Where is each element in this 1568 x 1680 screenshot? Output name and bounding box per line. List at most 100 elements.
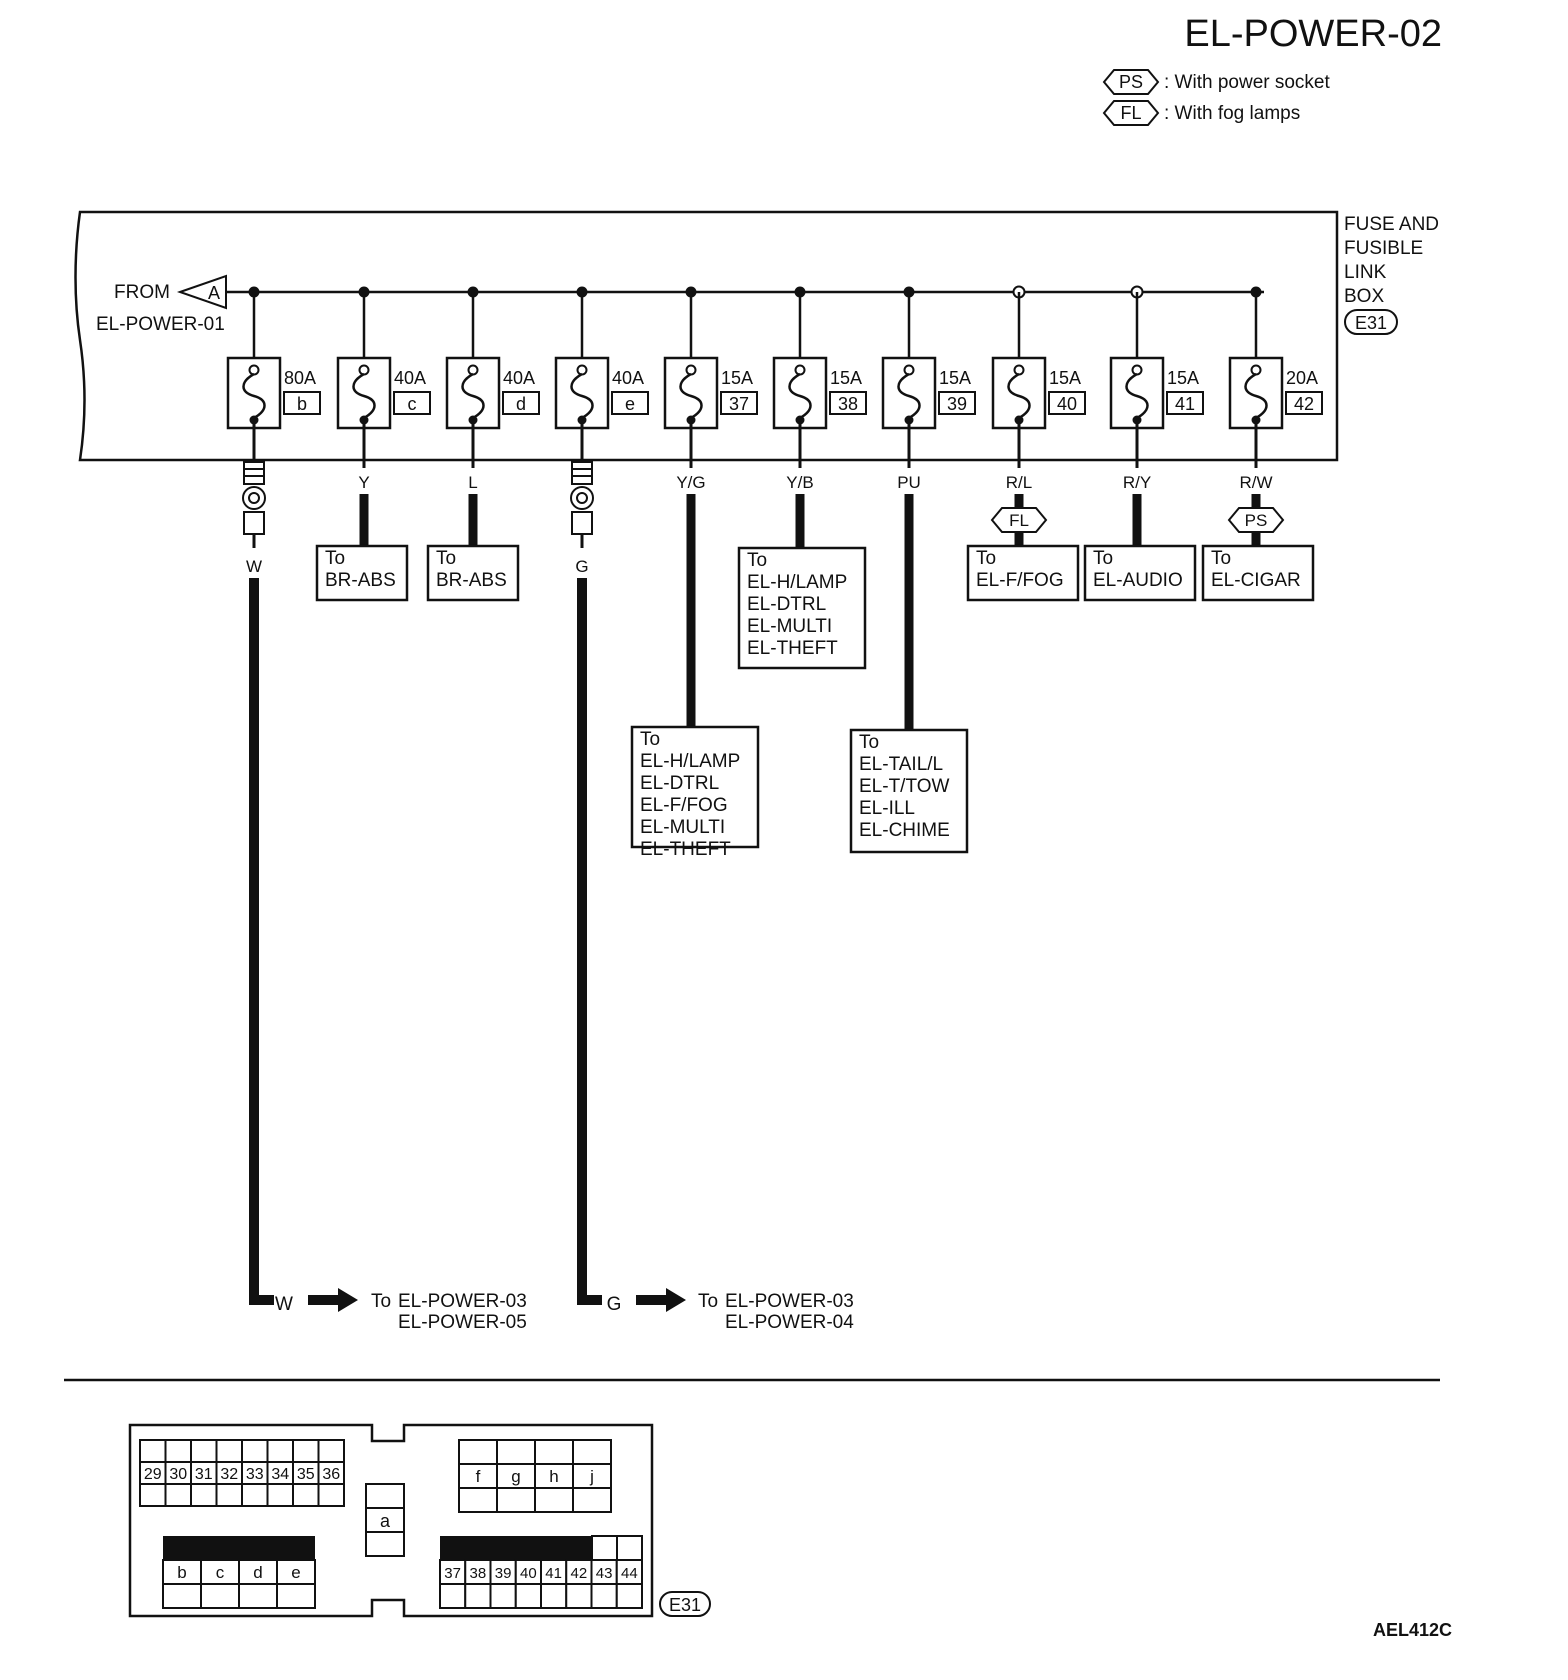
terminal-cell <box>215 1483 243 1507</box>
wire-color-label: Y/B <box>786 473 813 492</box>
terminal-cell <box>458 1487 498 1513</box>
destination-page: EL-POWER-03 <box>398 1291 527 1312</box>
fuse-id: 39 <box>947 394 967 414</box>
destination-box <box>737 546 867 670</box>
terminal-cell <box>365 1531 405 1557</box>
fuse-terminal <box>1013 364 1025 376</box>
connector-oval-icon <box>1344 309 1398 335</box>
wire-color-label: R/L <box>1006 473 1032 492</box>
legend-item-ps: PS : With power socket <box>1102 69 1330 95</box>
terminal-number: 44 <box>621 1565 638 1582</box>
connector-letter: A <box>208 283 220 303</box>
terminal-cell <box>439 1559 467 1585</box>
terminal-stack-icon <box>243 461 265 485</box>
fuse-terminal <box>685 364 697 376</box>
destination-to: To <box>436 548 456 569</box>
fuse-id: 37 <box>729 394 749 414</box>
fuse-id: b <box>297 394 307 414</box>
terminal-number: 39 <box>495 1565 512 1582</box>
destination-box <box>966 544 1080 602</box>
terminal-cell <box>514 1583 542 1609</box>
legend: PS : With power socket FL : With fog lam… <box>1102 69 1330 126</box>
fuse-amperage: 20A <box>1286 368 1318 388</box>
terminal-cell <box>317 1439 345 1463</box>
arrow-shaft <box>308 1295 338 1305</box>
terminal-number: 42 <box>571 1565 588 1582</box>
destination-page: BR-ABS <box>325 570 396 591</box>
fuse-box-label-line: FUSE AND <box>1344 214 1439 235</box>
fuse-id-box <box>393 391 431 415</box>
terminal-number: 33 <box>246 1466 264 1483</box>
legend-item-fl: FL : With fog lamps <box>1102 100 1300 126</box>
wire-color-bottom: G <box>607 1294 622 1315</box>
destination-page: EL-F/FOG <box>640 795 728 816</box>
destination-page: EL-CIGAR <box>1211 570 1301 591</box>
terminal-cell <box>615 1583 643 1609</box>
destination-page: EL-F/FOG <box>976 570 1064 591</box>
fuse-element-icon <box>570 372 594 420</box>
fusible-link-icon <box>571 511 593 535</box>
destination-to: To <box>976 548 996 569</box>
fuse-id: 42 <box>1294 394 1314 414</box>
terminal-cell <box>615 1559 643 1585</box>
option-hexagon-icon <box>1227 507 1285 533</box>
terminal-cell <box>464 1583 492 1609</box>
terminal-cell <box>590 1583 618 1609</box>
fuse-id: c <box>408 394 417 414</box>
destination-page: EL-TAIL/L <box>859 754 943 775</box>
terminal-number: 37 <box>444 1565 461 1582</box>
fuse-id-box <box>1285 391 1323 415</box>
terminal-cell <box>164 1483 192 1507</box>
destination-page: EL-DTRL <box>640 773 719 794</box>
terminal-cell <box>164 1439 192 1463</box>
legend-code: FL <box>1120 103 1141 123</box>
destination-page: EL-POWER-03 <box>725 1291 854 1312</box>
option-code: PS <box>1245 511 1268 530</box>
destination-box <box>426 544 520 602</box>
fuse-box-outline <box>74 210 1339 462</box>
terminal-cell <box>266 1483 294 1507</box>
fuse-id-box <box>502 391 540 415</box>
terminal-cell <box>365 1507 405 1533</box>
terminal-letter: g <box>511 1467 520 1486</box>
page-title: EL-POWER-02 <box>1184 13 1442 55</box>
fuse-terminal <box>358 364 370 376</box>
wire-color-label: R/W <box>1239 473 1272 492</box>
destination-to: To <box>325 548 345 569</box>
terminal-letter: f <box>476 1467 481 1486</box>
destination-to: To <box>640 729 660 750</box>
connector-oval-icon <box>659 1591 711 1617</box>
wire-color-label: R/Y <box>1123 473 1151 492</box>
fuse-element-icon <box>1007 372 1031 420</box>
option-hexagon-icon <box>990 507 1048 533</box>
terminal-cell <box>572 1439 612 1465</box>
fuse-element-icon <box>352 372 376 420</box>
terminal-cell <box>365 1483 405 1509</box>
terminal-header-filled <box>440 1536 592 1560</box>
terminal-cell <box>534 1487 574 1513</box>
fuse-element-icon <box>1244 372 1268 420</box>
fuse-element-icon <box>679 372 703 420</box>
fuse-element-icon <box>788 372 812 420</box>
terminal-cell <box>496 1463 536 1489</box>
fuse-terminal <box>1250 364 1262 376</box>
fuse-amperage: 15A <box>721 368 753 388</box>
terminal-cell <box>139 1483 167 1507</box>
legend-code: PS <box>1119 72 1143 92</box>
wire-color-top: G <box>575 557 588 576</box>
fuse-terminal <box>576 364 588 376</box>
destination-box <box>315 544 409 602</box>
terminal-cell <box>572 1463 612 1489</box>
terminal-cell <box>514 1559 542 1585</box>
destination-box <box>1083 544 1197 602</box>
destination-page: EL-MULTI <box>747 616 832 637</box>
fuse-box-label-line: BOX <box>1344 286 1384 307</box>
terminal-cell <box>317 1483 345 1507</box>
fuse-terminal <box>903 364 915 376</box>
fuse-id: d <box>516 394 526 414</box>
wire-color-top: W <box>246 557 262 576</box>
